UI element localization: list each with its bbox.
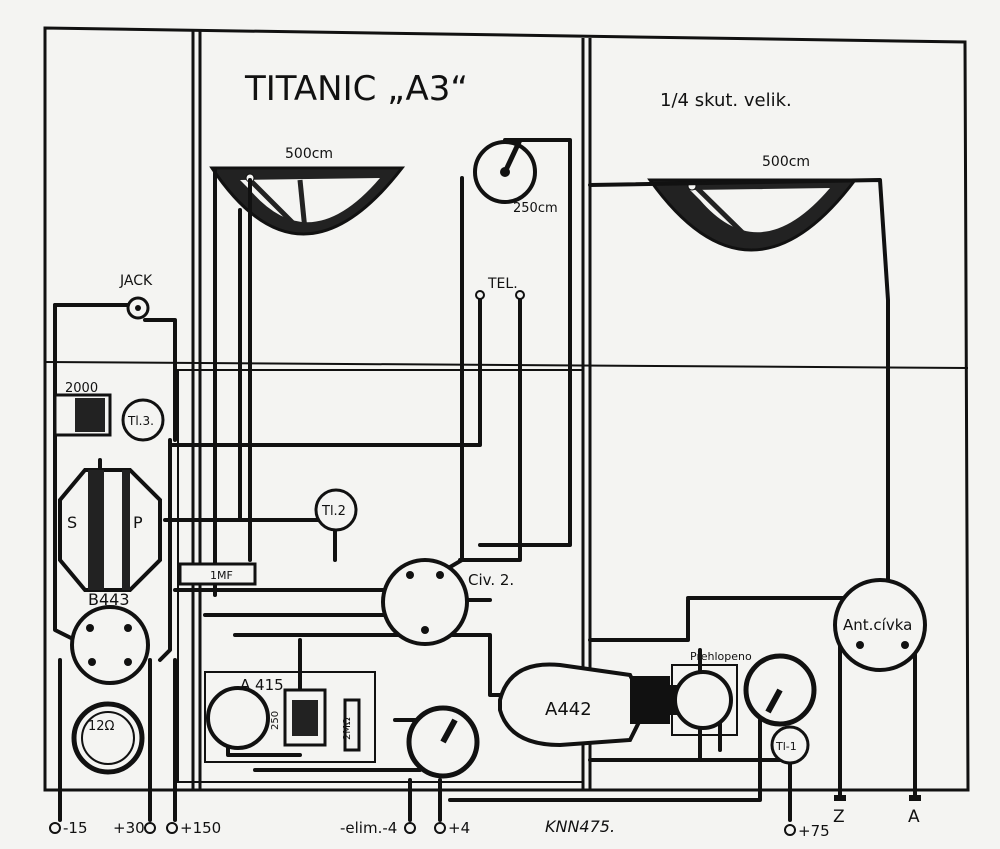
- rheostat-label: 12Ω: [88, 719, 115, 734]
- choke-tl2: Tl.2: [314, 488, 358, 532]
- civ2-label: Civ. 2.: [468, 571, 514, 589]
- terminal-plus-150: +150: [180, 819, 221, 837]
- jack: JACK: [119, 273, 153, 320]
- drawing-code: KNN475.: [545, 817, 615, 836]
- power-terminals: -15 +30 +150 -elim.-4 +4 +75: [49, 819, 830, 840]
- terminal-plus-30: +30: [113, 819, 145, 837]
- rheostat-12-ohm: 12Ω: [71, 701, 145, 775]
- antenna-coil: Ant.cívka: [833, 578, 927, 672]
- capacitor-2000-label: 2000: [65, 381, 98, 396]
- terminal-a-label: A: [908, 807, 920, 827]
- terminal-elim: -elim.-4: [340, 819, 397, 837]
- jack-label: JACK: [119, 273, 153, 289]
- tl1-label: Tl-1: [775, 740, 797, 753]
- a442-label: A442: [545, 699, 592, 720]
- tel-terminals: TEL.: [475, 276, 525, 300]
- capacitor-1-label: 500cm: [285, 146, 333, 162]
- antenna-coil-label: Ant.cívka: [843, 616, 912, 634]
- transformer-sp: S P: [58, 468, 162, 592]
- scale-note: 1/4 skut. velik.: [660, 90, 792, 111]
- tl2-label: Tl.2: [321, 504, 346, 519]
- capacitor-1mf: 1MF: [178, 562, 257, 586]
- variable-capacitor-1: 500cm: [209, 146, 406, 236]
- tel-label: TEL.: [487, 276, 518, 292]
- dial-knob: [406, 705, 480, 779]
- capacitor-2-label: 250cm: [513, 201, 558, 216]
- terminal-plus-4: +4: [448, 819, 470, 837]
- b443-label: B443: [88, 590, 130, 609]
- terminal-z-label: Z: [833, 807, 845, 827]
- tube-a415-module: A 415 250 2MΩ: [204, 671, 376, 763]
- transformer-p-label: P: [133, 513, 143, 532]
- socket-prehlopeno: Přehlopeno: [671, 650, 752, 736]
- variable-capacitor-3: 500cm: [647, 154, 859, 252]
- r250-label: 250: [270, 711, 281, 730]
- diagram-title: TITANIC „A3“: [244, 69, 468, 109]
- terminal-minus-15: -15: [63, 819, 88, 837]
- tube-a442: A442: [498, 662, 680, 748]
- prehlopeno-label: Přehlopeno: [690, 650, 752, 663]
- a415-label: A 415: [240, 676, 284, 694]
- variable-capacitor-2: 250cm: [473, 138, 558, 216]
- choke-tl1: Tl-1: [770, 725, 810, 765]
- transformer-s-label: S: [67, 513, 77, 532]
- tube-b443: B443: [70, 590, 150, 685]
- choke-tl3: Tl.3.: [121, 398, 165, 442]
- dial-knob-right: [743, 653, 817, 727]
- capacitor-3-label: 500cm: [762, 154, 810, 170]
- coil-civ2: Civ. 2.: [381, 558, 514, 646]
- board-outline: [43, 26, 970, 792]
- capacitor-2000: 2000: [53, 381, 112, 437]
- terminal-plus-75: +75: [798, 822, 830, 840]
- r2m-label: 2MΩ: [342, 717, 353, 740]
- antenna-terminals: Z A: [833, 795, 921, 827]
- tl3-label: Tl.3.: [127, 414, 154, 428]
- capacitor-1mf-label: 1MF: [210, 569, 233, 582]
